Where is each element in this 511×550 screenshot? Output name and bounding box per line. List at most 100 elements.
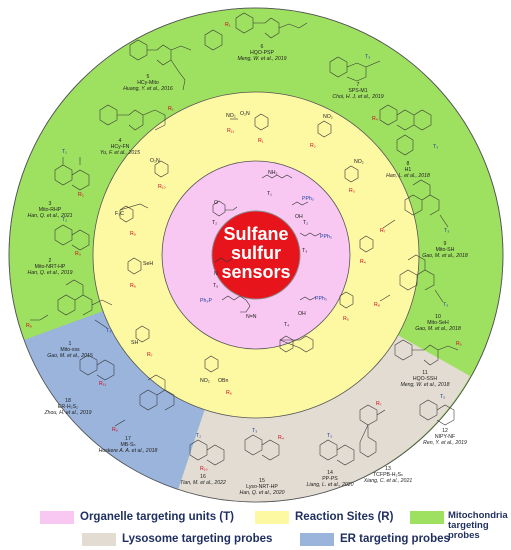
p9-num: 9	[444, 241, 447, 247]
p1-r-label: R₉	[26, 323, 32, 329]
p2-r-label: R₃	[75, 251, 81, 257]
p14-cite: Liang, L. et al., 2020	[306, 482, 353, 488]
p7-t-label: T₃	[365, 54, 370, 60]
p14-num: 14	[327, 470, 333, 476]
p15-r-label: R₄	[278, 435, 284, 441]
p15-cite: Han, Q. et al., 2020	[240, 490, 285, 496]
p7-num: 7	[357, 82, 360, 88]
legend-swatch-er	[300, 533, 334, 546]
p11-num: 11	[422, 370, 427, 376]
p16-t-label: T₂	[196, 433, 201, 439]
t2b-oh: OH	[295, 214, 303, 220]
p8-num: 8	[407, 161, 410, 167]
center-circle	[211, 210, 301, 300]
legend-swatch-lysosome	[82, 533, 116, 546]
r5-label: R₅	[343, 316, 349, 322]
t5-label: T₅	[213, 283, 218, 289]
p13-name: TCFPB-H₂Sₙ	[373, 472, 403, 478]
p16-r-label: R₁₀	[200, 466, 208, 472]
p2-num: 2	[49, 258, 52, 264]
legend-er: ER targeting probes	[340, 533, 450, 545]
r11-no2: NO₂	[226, 113, 236, 119]
p10-name: Mito-SeH	[427, 320, 449, 326]
legend-lysosome: Lysosome targeting probes	[122, 533, 273, 545]
p11-cite: Meng, W. et al., 2018	[400, 382, 449, 388]
r3-no2: NO₂	[354, 159, 364, 165]
t2b-label: T₂	[303, 220, 308, 226]
r-site-structures	[119, 113, 374, 373]
p17-cite: Hoskere A. A. et al., 2018	[99, 448, 158, 454]
t2-morpholine: O	[214, 200, 218, 206]
p16-num: 16	[200, 474, 206, 480]
r2-no2: NO₂	[323, 114, 333, 120]
legend-reaction: Reaction Sites (R)	[295, 511, 394, 523]
p18-cite: Zhou, H. et al., 2019	[43, 410, 91, 416]
p6-name: HQO-PSP	[250, 50, 274, 56]
probe-captions: 1 Mito-xss Gao, M. et al., 2015 2 Mito-N…	[28, 44, 468, 496]
p3-r-label: R₂	[78, 192, 84, 198]
p4-name: HCy-FN	[111, 144, 130, 150]
p18-r-label: R₁₁	[99, 381, 106, 387]
p10-t-label: T₃	[443, 302, 448, 308]
p4-num: 4	[119, 138, 122, 144]
p17-name: MB-Sₙ	[120, 442, 135, 448]
t1-text: NH₂	[268, 170, 278, 176]
r1-label: R₁	[258, 138, 264, 144]
p14-name: PP-PS	[322, 476, 338, 482]
p11-name: HQO-SSH	[413, 376, 437, 382]
t1-label: T₁	[267, 191, 272, 197]
t2-label: T₂	[212, 220, 217, 226]
t3-text: PPh₃	[320, 234, 332, 240]
p11-r-label: R₅	[456, 341, 462, 347]
legend-organelle: Organelle targeting units (T)	[80, 511, 234, 523]
r6-no2: NO₂	[200, 378, 210, 384]
p12-cite: Ren, Y. et al., 2019	[423, 440, 467, 446]
p3-cite: Han, Q. et al., 2021	[28, 213, 73, 219]
t3-label: T₃	[302, 248, 307, 254]
p8-cite: Han, L. et al., 2018	[386, 173, 430, 179]
r6-label: R₆	[226, 390, 232, 396]
p18-num: 18	[65, 398, 71, 404]
p14-t-label: T₃	[327, 433, 332, 439]
p2-name: Mito-NRT-HP	[35, 264, 66, 270]
p9-r-label: R₇	[380, 228, 386, 234]
p10-cite: Gao, M. et al., 2018	[415, 326, 461, 332]
p10-num: 10	[435, 314, 441, 320]
p8-t-label: T₃	[433, 144, 438, 150]
r8-label: R₈	[130, 283, 136, 289]
p1-cite: Gao, M. et al., 2015	[47, 353, 93, 359]
p6-cite: Meng, W. et al., 2019	[237, 56, 286, 62]
p17-r-label: R₆	[112, 427, 118, 433]
center-line1: Sulfane	[223, 224, 288, 244]
p18-name: ER-H₂S₂	[58, 404, 78, 410]
r10-o2n: O₂N	[150, 158, 160, 164]
p17-num: 17	[125, 436, 131, 442]
center-line3: sensors	[221, 262, 290, 282]
p6-num: 6	[261, 44, 264, 50]
p6-r-label: R₁	[225, 22, 231, 28]
p13-num: 13	[385, 466, 391, 472]
p15-t-label: T₃	[252, 428, 257, 434]
legend-swatch-organelle	[40, 511, 74, 524]
p12-name: NIPY-NF	[435, 434, 455, 440]
r1-o2n: O₂N	[240, 111, 250, 117]
p7-name: SPS-M1	[348, 88, 367, 94]
center-line2: sulfur	[231, 243, 281, 263]
p15-num: 15	[259, 478, 265, 484]
r4-label: R₄	[360, 259, 366, 265]
p3-t-label: T₁	[62, 149, 67, 155]
r6-obn: OBn	[218, 378, 228, 384]
p12-num: 12	[442, 428, 448, 434]
p16-cite: Tian, M. et al., 2022	[180, 480, 226, 486]
p1-name: Mito-xss	[60, 347, 80, 353]
p5-num: 5	[147, 74, 150, 80]
p13-r-label: R₇	[376, 401, 382, 407]
t4-text: PPh₃	[315, 296, 327, 302]
t2b-text: PPh₃	[302, 196, 314, 202]
p5-cite: Huang, Y. et al., 2016	[123, 86, 173, 92]
p2-t-label: T₂	[62, 217, 67, 223]
p1-num: 1	[69, 341, 72, 347]
r3-label: R₃	[349, 188, 355, 194]
